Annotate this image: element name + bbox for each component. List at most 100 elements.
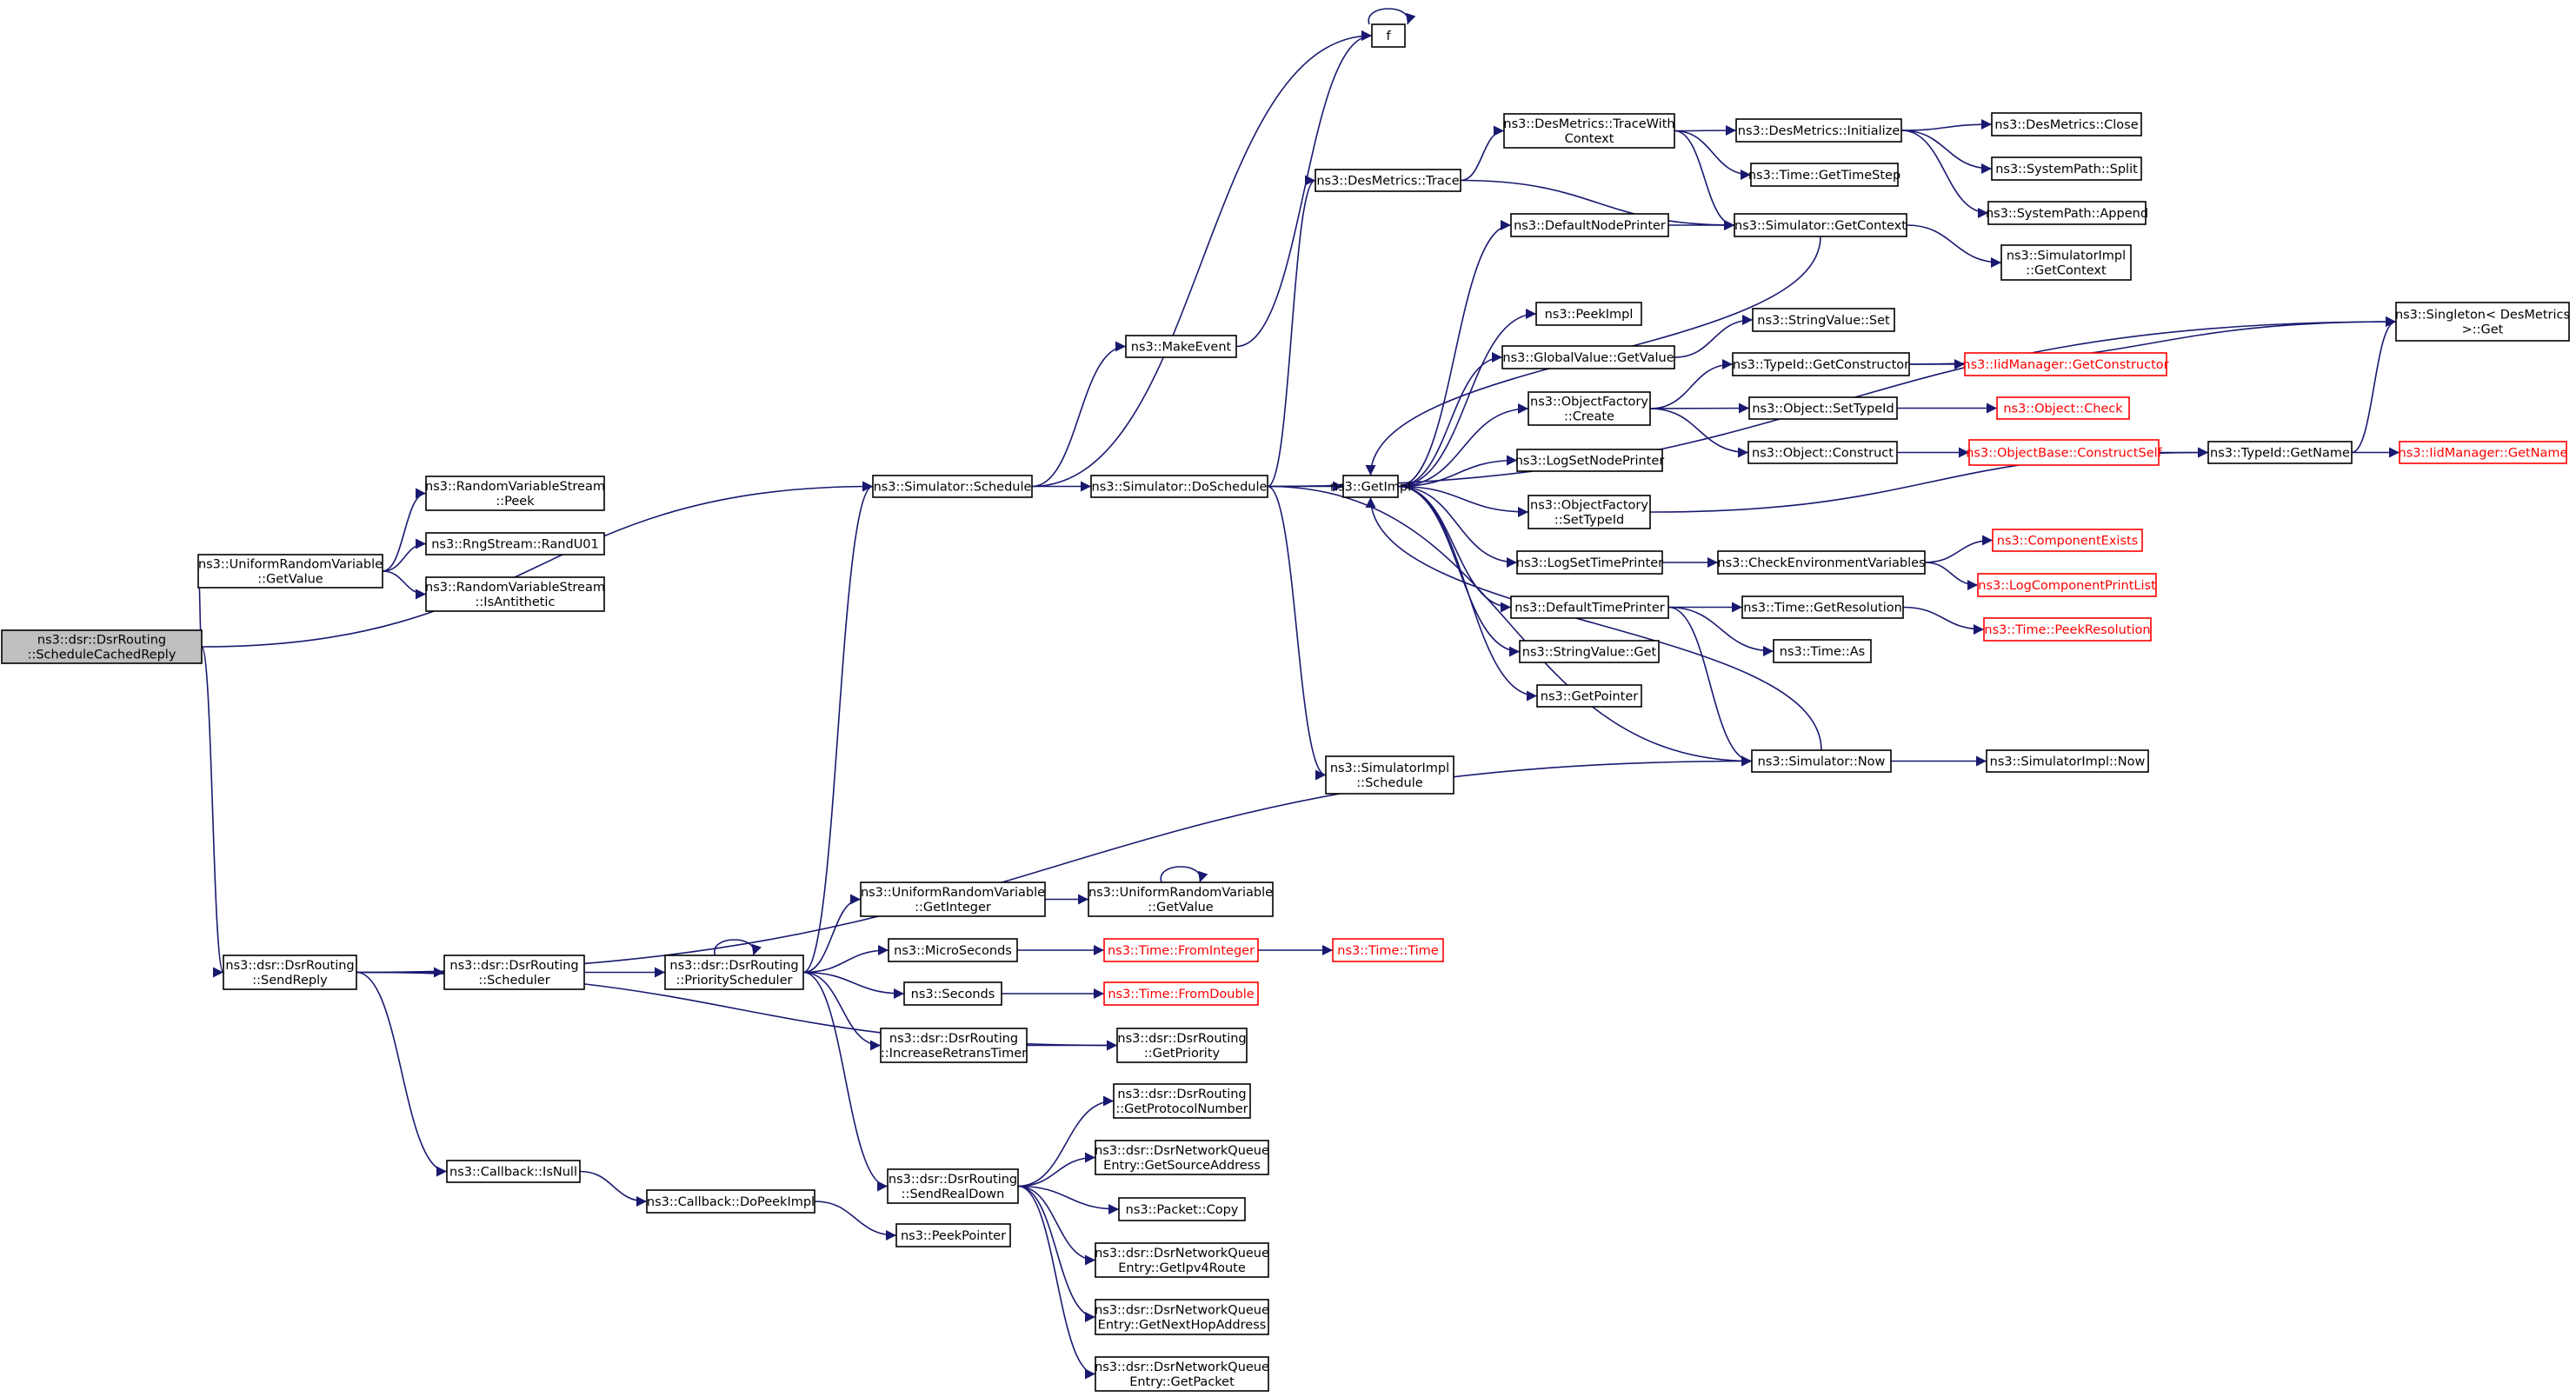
node-defaulttimeprinter[interactable]: ns3::DefaultTimePrinter xyxy=(1510,595,1669,619)
node-desmetrics-init[interactable]: ns3::DesMetrics::Initialize xyxy=(1735,118,1902,143)
node-callback-isnull[interactable]: ns3::Callback::IsNull xyxy=(446,1160,581,1183)
edge-checkenvvars-to-logcomponentprintlist xyxy=(1924,562,1979,590)
node-checkenvvars[interactable]: ns3::CheckEnvironmentVariables xyxy=(1717,550,1926,575)
edge-sendreply-to-callback-isnull xyxy=(356,971,448,1177)
node-label: ::ScheduleCachedReply xyxy=(28,649,176,662)
node-box xyxy=(1748,396,1898,420)
node-objectfactory-create[interactable]: ns3::ObjectFactory::Create xyxy=(1528,391,1651,426)
node-sim-getcontext[interactable]: ns3::Simulator::GetContext xyxy=(1734,213,1907,237)
node-label: ns3::SystemPath::Split xyxy=(1995,163,2138,176)
node-peekimpl[interactable]: ns3::PeekImpl xyxy=(1535,302,1642,326)
node-objectbase-constructself[interactable]: ns3::ObjectBase::ConstructSelf xyxy=(1966,439,2163,466)
node-time-peekresolution[interactable]: ns3::Time::PeekResolution xyxy=(1983,617,2152,642)
node-box xyxy=(1535,302,1642,326)
node-label: ns3::dsr::DsrRouting xyxy=(37,634,166,648)
node-microseconds[interactable]: ns3::MicroSeconds xyxy=(888,938,1018,962)
node-systempath-append[interactable]: ns3::SystemPath::Append xyxy=(1986,201,2148,225)
edge-line xyxy=(1900,119,1993,131)
node-desmetrics-trace[interactable]: ns3::DesMetrics::Trace xyxy=(1315,169,1461,192)
node-priorityscheduler[interactable]: ns3::dsr::DsrRouting::PriorityScheduler xyxy=(664,955,804,990)
node-time-getresolution[interactable]: ns3::Time::GetResolution xyxy=(1741,595,1904,619)
node-f[interactable]: f xyxy=(1371,23,1406,48)
node-box xyxy=(646,1189,815,1214)
node-iidmanager-getname[interactable]: ns3::IidManager::GetName xyxy=(2399,441,2568,464)
node-label: ns3::SimulatorImpl xyxy=(2007,249,2126,263)
node-sim-doschedule[interactable]: ns3::Simulator::DoSchedule xyxy=(1090,475,1268,498)
node-label: ns3::Time::GetResolution xyxy=(1743,602,1902,615)
node-typeid-getconstructor[interactable]: ns3::TypeId::GetConstructor xyxy=(1732,352,1910,376)
node-rvs-peek[interactable]: ns3::RandomVariableStream::Peek xyxy=(425,476,605,511)
node-box xyxy=(2207,441,2353,464)
node-root[interactable]: ns3::dsr::DsrRouting::ScheduleCachedRepl… xyxy=(1,629,203,664)
node-object-construct[interactable]: ns3::Object::Construct xyxy=(1747,441,1898,464)
node-callback-dopeekimpl[interactable]: ns3::Callback::DoPeekImpl xyxy=(646,1189,815,1214)
node-time-as[interactable]: ns3::Time::As xyxy=(1773,639,1872,663)
node-time-gettimestep[interactable]: ns3::Time::GetTimeStep xyxy=(1748,163,1900,187)
node-q-getipv4route[interactable]: ns3::dsr::DsrNetworkQueueEntry::GetIpv4R… xyxy=(1095,1242,1269,1278)
node-componentexists[interactable]: ns3::ComponentExists xyxy=(1992,529,2143,552)
node-box xyxy=(1977,573,2157,597)
node-defaultnodeprinter[interactable]: ns3::DefaultNodePrinter xyxy=(1510,213,1669,237)
node-label: ns3::dsr::DsrRouting xyxy=(1117,1032,1246,1046)
node-time-frominteger[interactable]: ns3::Time::FromInteger xyxy=(1103,938,1259,962)
node-getimpl[interactable]: ns3::GetImpl xyxy=(1330,475,1411,498)
node-box xyxy=(1528,391,1651,426)
node-q-getsourceaddress[interactable]: ns3::dsr::DsrNetworkQueueEntry::GetSourc… xyxy=(1095,1140,1269,1175)
nodes-layer: ns3::dsr::DsrRouting::ScheduleCachedRepl… xyxy=(1,23,2570,1392)
node-peekpointer[interactable]: ns3::PeekPointer xyxy=(895,1223,1011,1247)
edge-line xyxy=(1924,562,1979,590)
node-label: ns3::dsr::DsrNetworkQueue xyxy=(1095,1304,1269,1318)
node-simimpl-now[interactable]: ns3::SimulatorImpl::Now xyxy=(1986,749,2149,773)
edge-getimpl-to-logsettimeprinter xyxy=(1397,485,1518,568)
node-sim-now[interactable]: ns3::Simulator::Now xyxy=(1751,749,1892,773)
node-logsettimeprinter[interactable]: ns3::LogSetTimePrinter xyxy=(1516,550,1663,575)
node-makeevent[interactable]: ns3::MakeEvent xyxy=(1125,335,1237,358)
node-object-check[interactable]: ns3::Object::Check xyxy=(1996,396,2130,420)
node-getpointer[interactable]: ns3::GetPointer xyxy=(1536,684,1642,708)
node-systempath-split[interactable]: ns3::SystemPath::Split xyxy=(1991,156,2142,181)
edge-line xyxy=(1160,866,1208,883)
node-sim-schedule[interactable]: ns3::Simulator::Schedule xyxy=(872,475,1033,498)
node-simimpl-schedule[interactable]: ns3::SimulatorImpl::Schedule xyxy=(1325,755,1454,795)
edge-urv-getvalue-to-rvs-peek xyxy=(382,488,427,572)
node-getpriority[interactable]: ns3::dsr::DsrRouting::GetPriority xyxy=(1116,1028,1248,1063)
node-objectfactory-settypeid[interactable]: ns3::ObjectFactory::SetTypeId xyxy=(1528,495,1651,529)
node-q-getpacket[interactable]: ns3::dsr::DsrNetworkQueueEntry::GetPacke… xyxy=(1095,1356,1269,1392)
node-logsetnodeprinter[interactable]: ns3::LogSetNodePrinter xyxy=(1515,449,1665,472)
node-singleton-get[interactable]: ns3::Singleton< DesMetrics>::Get xyxy=(2395,302,2570,342)
node-simimpl-getcontext[interactable]: ns3::SimulatorImpl::GetContext xyxy=(2000,244,2132,281)
node-stringvalue-set[interactable]: ns3::StringValue::Set xyxy=(1752,308,1895,332)
node-seconds[interactable]: ns3::Seconds xyxy=(903,981,1002,1006)
node-scheduler[interactable]: ns3::dsr::DsrRouting::Scheduler xyxy=(443,955,585,990)
node-object-settypeid[interactable]: ns3::Object::SetTypeId xyxy=(1748,396,1898,420)
node-globalvalue-getvalue[interactable]: ns3::GlobalValue::GetValue xyxy=(1501,345,1675,369)
edge-line xyxy=(579,1170,648,1207)
node-box xyxy=(1516,449,1663,472)
node-rng-randu01[interactable]: ns3::RngStream::RandU01 xyxy=(425,532,605,555)
node-time-time[interactable]: ns3::Time::Time xyxy=(1332,938,1444,962)
node-time-fromdouble[interactable]: ns3::Time::FromDouble xyxy=(1103,981,1259,1006)
node-iidmanager-getconstructor[interactable]: ns3::IidManager::GetConstructor xyxy=(1962,352,2169,376)
node-urv-getvalue2[interactable]: ns3::UniformRandomVariable::GetValue xyxy=(1088,881,1274,917)
node-packet-copy[interactable]: ns3::Packet::Copy xyxy=(1118,1197,1246,1221)
node-urv-getinteger[interactable]: ns3::UniformRandomVariable::GetInteger xyxy=(860,881,1046,917)
node-sendrealdown[interactable]: ns3::dsr::DsrRouting::SendRealDown xyxy=(887,1168,1019,1204)
node-label: ns3::ObjectFactory xyxy=(1530,396,1648,409)
node-label: ns3::GetImpl xyxy=(1330,481,1411,495)
node-stringvalue-get[interactable]: ns3::StringValue::Get xyxy=(1519,640,1660,663)
node-label: ns3::LogSetTimePrinter xyxy=(1516,556,1663,570)
node-typeid-getname[interactable]: ns3::TypeId::GetName xyxy=(2207,441,2353,464)
node-label: ns3::Callback::IsNull xyxy=(449,1166,577,1180)
node-urv-getvalue[interactable]: ns3::UniformRandomVariable::GetValue xyxy=(197,554,383,589)
node-rvs-isanti[interactable]: ns3::RandomVariableStream::IsAntithetic xyxy=(425,576,605,612)
node-logcomponentprintlist[interactable]: ns3::LogComponentPrintList xyxy=(1977,573,2157,597)
node-sendreply[interactable]: ns3::dsr::DsrRouting::SendReply xyxy=(223,955,357,990)
node-desmetrics-close[interactable]: ns3::DesMetrics::Close xyxy=(1991,112,2142,136)
node-increaseretrans[interactable]: ns3::dsr::DsrRouting::IncreaseRetransTim… xyxy=(880,1028,1028,1063)
node-box xyxy=(1113,1083,1251,1119)
node-getprotocolnumber[interactable]: ns3::dsr::DsrRouting::GetProtocolNumber xyxy=(1113,1083,1251,1119)
edge-line xyxy=(1667,606,1774,656)
node-q-getnexthop[interactable]: ns3::dsr::DsrNetworkQueueEntry::GetNextH… xyxy=(1095,1299,1269,1335)
node-box xyxy=(1519,640,1660,663)
